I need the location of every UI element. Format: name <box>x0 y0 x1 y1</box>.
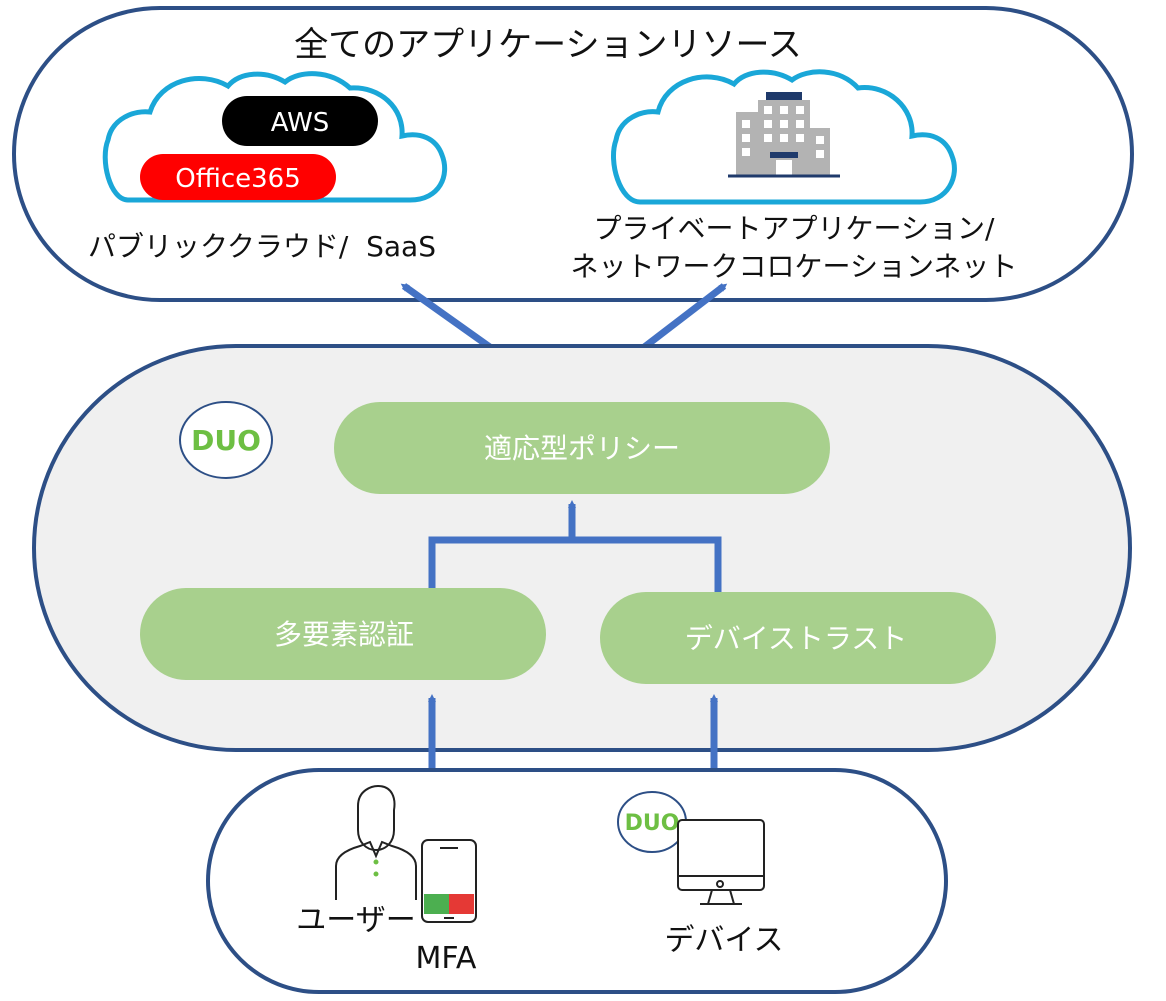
duo-logo-badge: DUO <box>179 401 273 479</box>
device-label: デバイス <box>664 923 783 958</box>
user-icon <box>335 784 417 900</box>
mfa-auth-pill <box>140 588 546 680</box>
device-trust-label: デバイストラスト <box>685 622 908 655</box>
building-icon <box>728 92 840 178</box>
public-cloud-label: パブリッククラウド/ SaaS <box>88 230 436 263</box>
user-label: ユーザー <box>296 903 415 938</box>
office365-badge <box>140 154 336 200</box>
device-trust-pill <box>600 592 996 684</box>
aws-badge <box>222 96 378 146</box>
deny-button-icon <box>449 894 474 914</box>
mfa-phone-icon <box>421 839 477 923</box>
aws-badge-label: AWS <box>271 108 330 138</box>
private-cloud-label-line2: ネットワークコロケーションネット <box>571 250 1018 283</box>
resources-title: 全てのアプリケーションリソース <box>294 25 802 65</box>
adaptive-policy-pill <box>334 402 830 494</box>
device-duo-logo-text: DUO <box>625 811 680 836</box>
endpoints-container <box>206 768 948 994</box>
approve-button-icon <box>424 894 449 914</box>
private-cloud-label-line1: プライベートアプリケーション/ <box>594 212 995 245</box>
mfa-auth-label: 多要素認証 <box>274 618 414 651</box>
mfa-label: MFA <box>416 941 477 976</box>
device-duo-badge: DUO <box>617 791 687 853</box>
monitor-icon <box>677 819 765 905</box>
office365-badge-label: Office365 <box>175 164 301 194</box>
adaptive-policy-label: 適応型ポリシー <box>484 432 680 465</box>
duo-logo-text: DUO <box>191 424 261 457</box>
